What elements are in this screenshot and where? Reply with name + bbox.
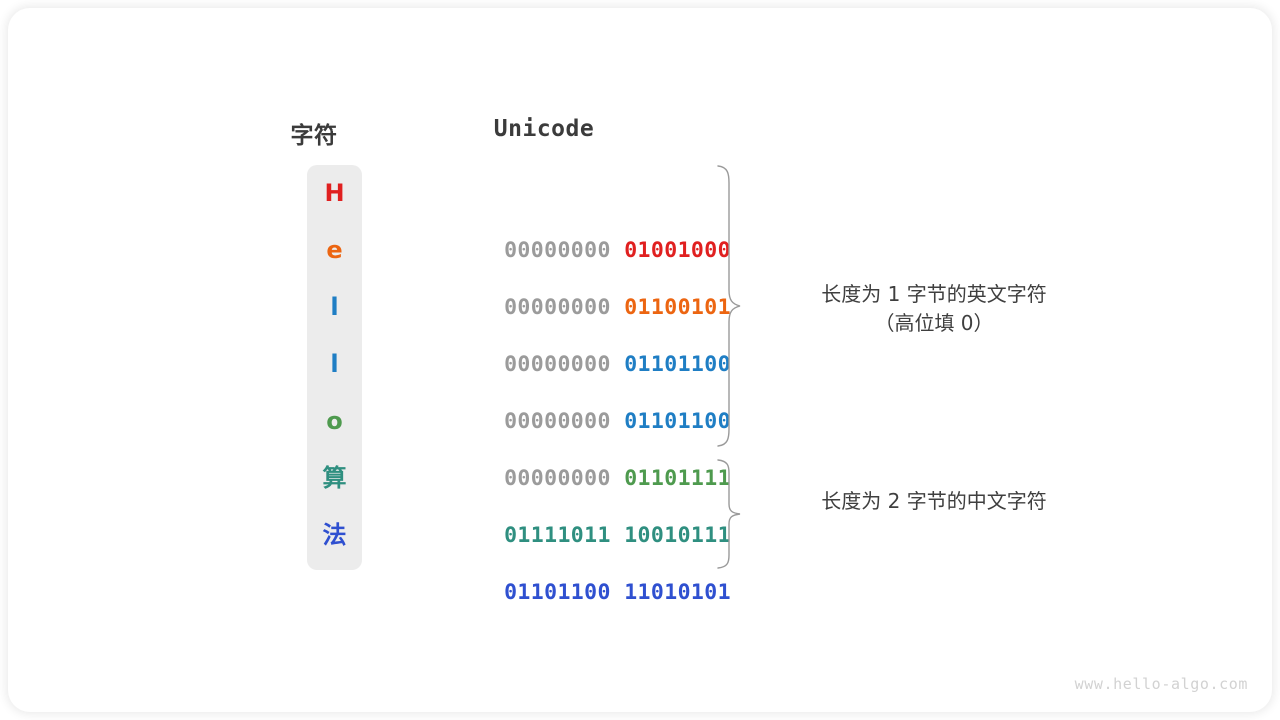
watermark: www.hello-algo.com — [1074, 675, 1248, 693]
brace-english-group — [717, 165, 741, 447]
character-cell-1: e — [326, 236, 343, 264]
low-byte-6: 11010101 — [624, 580, 731, 605]
low-byte-5: 10010111 — [624, 523, 731, 548]
high-byte-2: 00000000 — [504, 352, 611, 377]
character-cell-4: o — [326, 407, 343, 435]
binary-cell-1: 00000000 01100101 — [424, 222, 730, 393]
character-column-strip — [307, 165, 362, 570]
binary-cell-0: 00000000 01001000 — [424, 165, 730, 336]
character-cell-6: 法 — [322, 521, 347, 549]
low-byte-4: 01101111 — [624, 466, 731, 491]
unicode-encoding-diagram: 字符 Unicode H e l l o 算 法 00000000 010010… — [8, 8, 1272, 712]
high-byte-6: 01101100 — [504, 580, 611, 605]
character-cell-0: H — [324, 179, 345, 207]
low-byte-3: 01101100 — [624, 409, 731, 434]
brace-chinese-group — [717, 459, 741, 569]
high-byte-0: 00000000 — [504, 238, 611, 263]
high-byte-5: 01111011 — [504, 523, 611, 548]
column-header-character: 字符 — [290, 123, 338, 149]
annotation-english-bytes: 长度为 1 字节的英文字符 （高位填 0） — [821, 282, 1047, 335]
character-cell-5: 算 — [322, 464, 347, 492]
high-byte-1: 00000000 — [504, 295, 611, 320]
low-byte-2: 01101100 — [624, 352, 731, 377]
column-header-unicode: Unicode — [493, 116, 595, 142]
character-cell-3: l — [330, 350, 339, 378]
low-byte-1: 01100101 — [624, 295, 731, 320]
binary-cell-3: 00000000 01101100 — [424, 336, 730, 507]
high-byte-3: 00000000 — [504, 409, 611, 434]
binary-cell-6: 01101100 11010101 — [424, 507, 730, 678]
annotation-chinese-bytes: 长度为 2 字节的中文字符 — [821, 489, 1047, 513]
low-byte-0: 01001000 — [624, 238, 731, 263]
binary-cell-2: 00000000 01101100 — [424, 279, 730, 450]
high-byte-4: 00000000 — [504, 466, 611, 491]
binary-cell-5: 01111011 10010111 — [424, 450, 730, 621]
figure-card: 字符 Unicode H e l l o 算 法 00000000 010010… — [8, 8, 1272, 712]
character-cell-2: l — [330, 293, 339, 321]
binary-cell-4: 00000000 01101111 — [424, 393, 730, 564]
